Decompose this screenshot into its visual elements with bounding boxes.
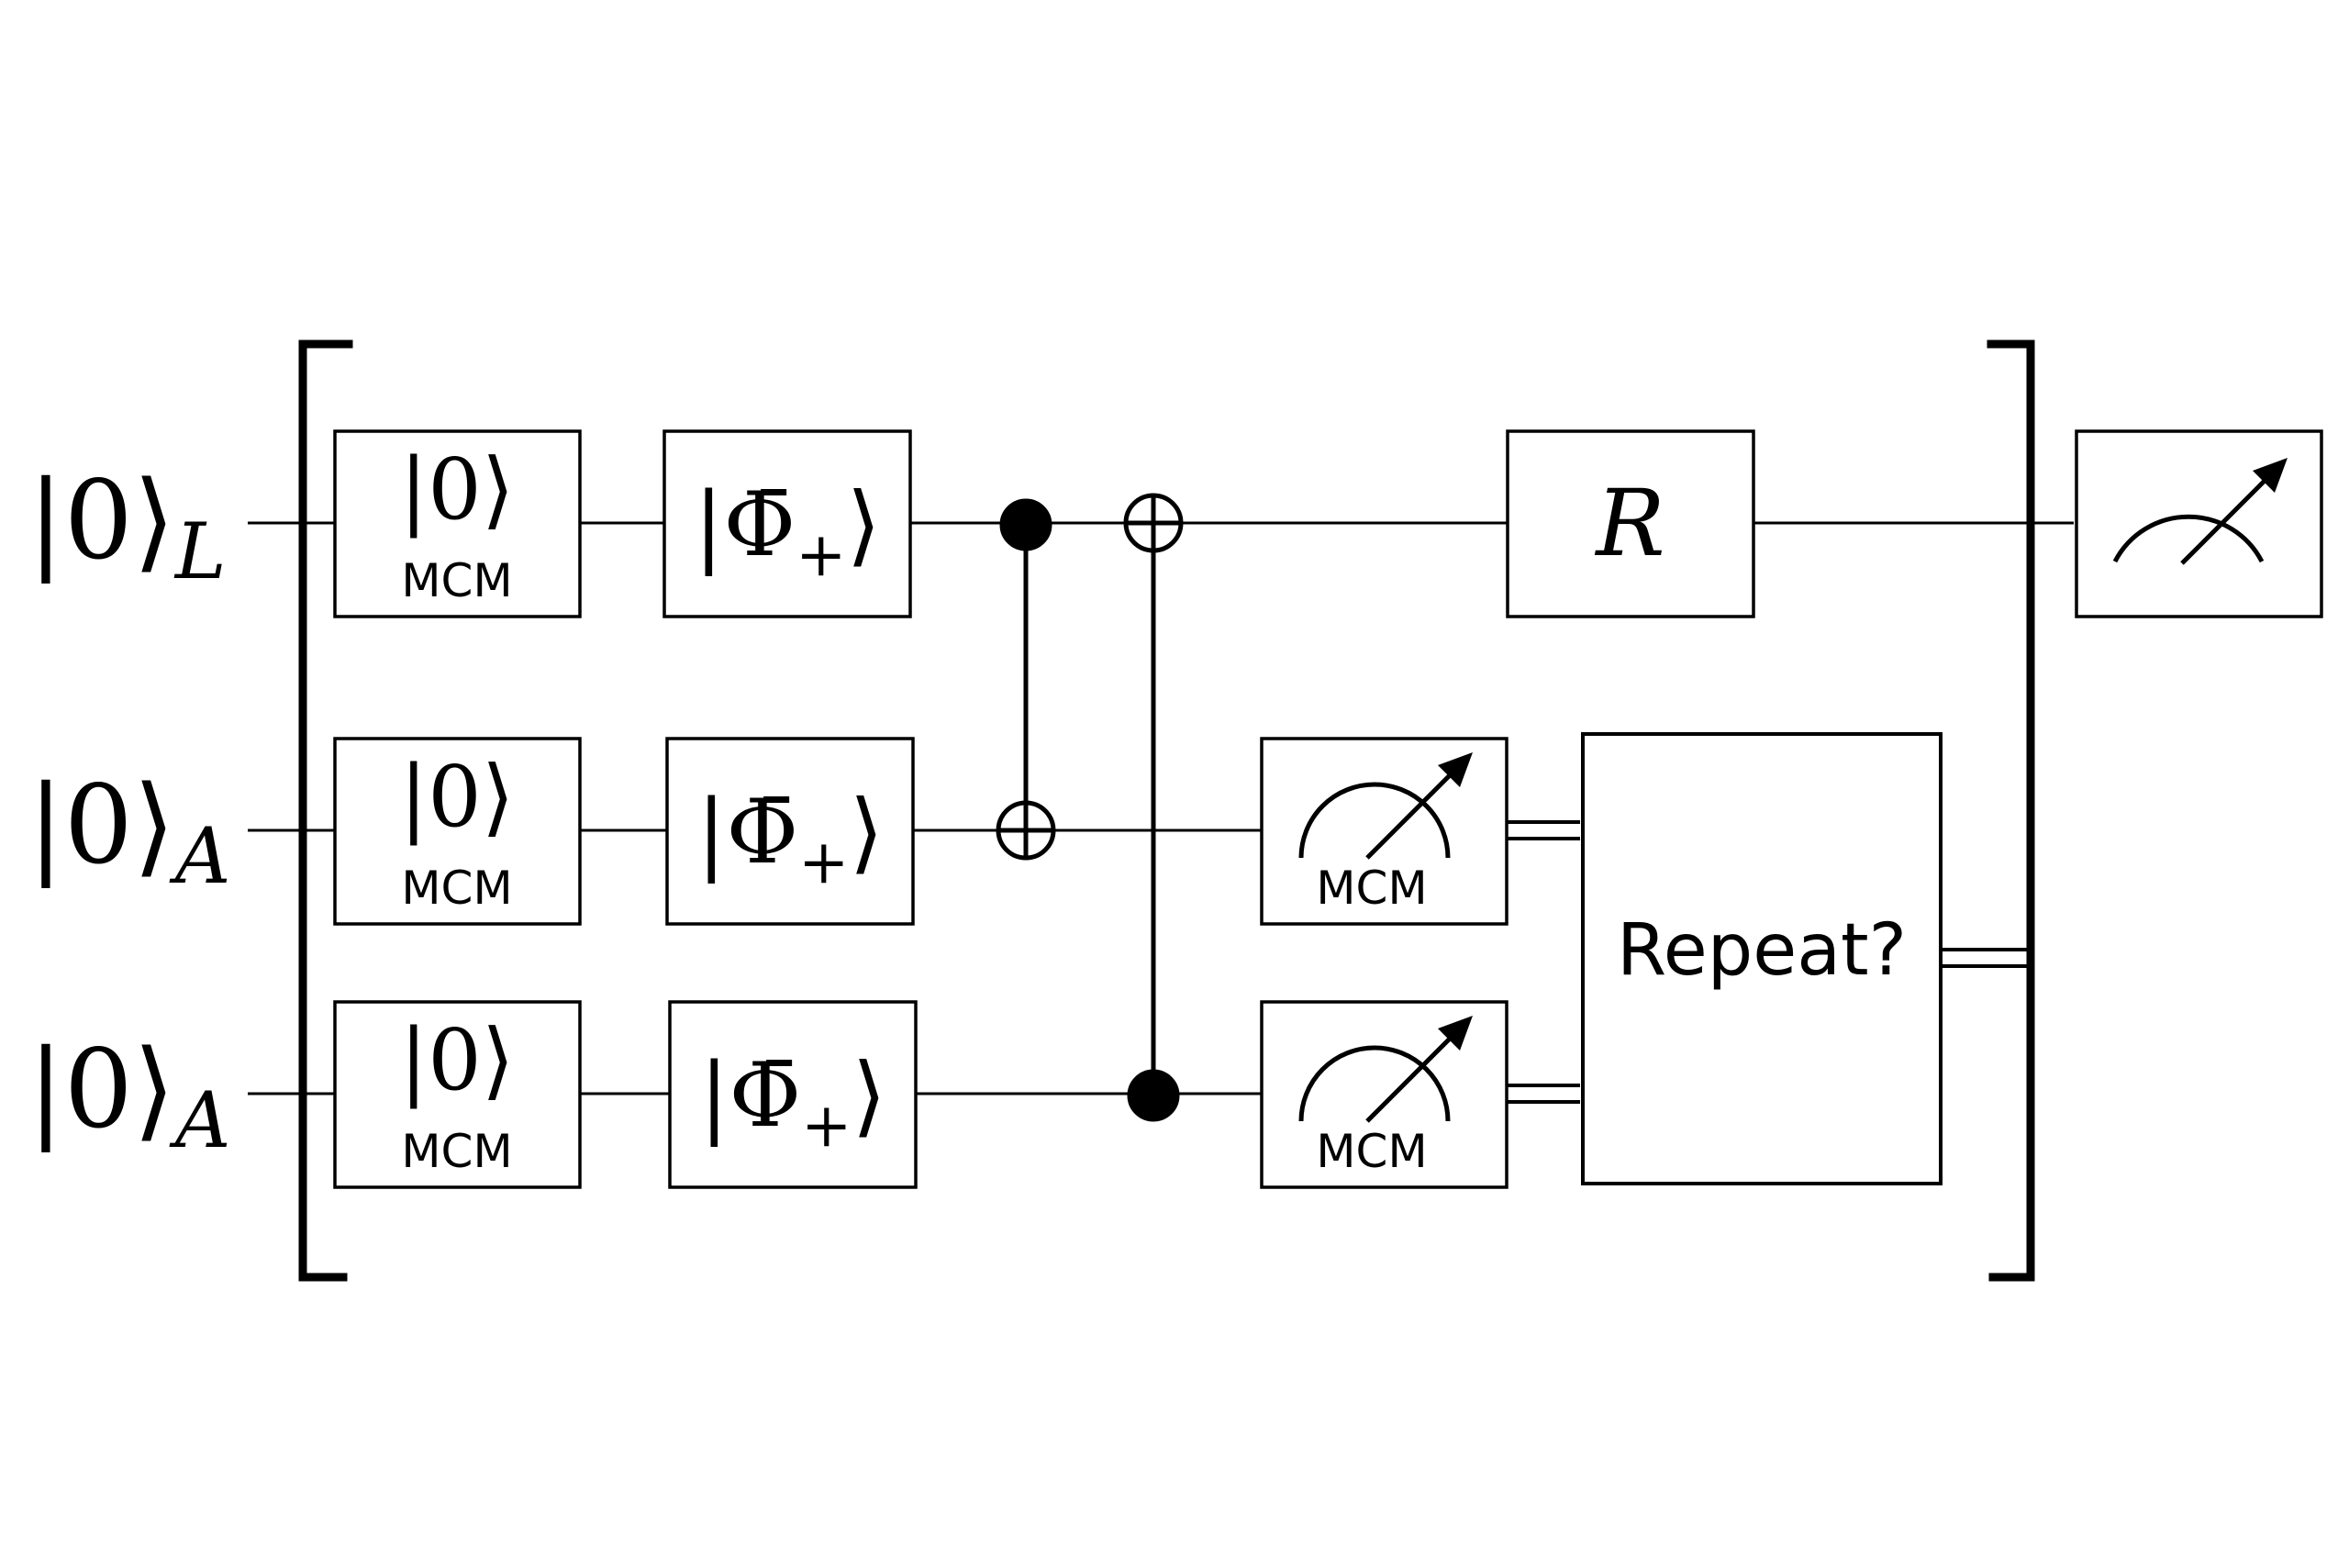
prep-gate-ket: |0⟩ (399, 1011, 514, 1109)
right-bracket (1987, 339, 2035, 1282)
wire-label-logical-ket: |0⟩ (28, 457, 175, 584)
cnot-ancilla-2-to-logical (1123, 493, 1184, 1122)
prep-gate-ket: |0⟩ (399, 440, 514, 539)
cnot-target-icon (996, 800, 1056, 861)
cnot-target-icon (1123, 493, 1184, 553)
bell-gate-phi: Φ̄ (726, 781, 798, 884)
prep-gate-ancilla-2: |0⟩ MCM (333, 1000, 582, 1189)
prep-gate-ancilla-1: |0⟩ MCM (333, 737, 582, 926)
mcm-tag: MCM (1316, 1125, 1427, 1178)
bell-gate-ket-right: ⟩ (849, 781, 883, 884)
svg-text:|Φ̄+⟩: |Φ̄+⟩ (699, 1044, 886, 1161)
prep-gate-tag: MCM (401, 862, 512, 915)
bell-gate-ket-right: ⟩ (852, 1044, 885, 1147)
svg-text:|Φ̄+⟩: |Φ̄+⟩ (694, 473, 881, 590)
control-dot-icon (999, 498, 1052, 551)
svg-text:|0⟩A: |0⟩A (28, 1026, 231, 1165)
rotation-gate: R (1506, 429, 1755, 618)
prep-gate-ket: |0⟩ (399, 748, 514, 846)
bell-gate-logical: |Φ̄+⟩ (662, 429, 912, 618)
wire-label-ancilla-1-ket: |0⟩ (28, 762, 175, 888)
bell-gate-phi: Φ̄ (729, 1044, 801, 1147)
mcm-measure-ancilla-1: MCM (1260, 737, 1508, 926)
bell-gate-ancilla-2: |Φ̄+⟩ (668, 1000, 918, 1189)
mcm-measure-ancilla-2: MCM (1260, 1000, 1508, 1189)
rotation-gate-label: R (1594, 470, 1664, 577)
final-measurement (2075, 429, 2323, 618)
prep-gate-tag: MCM (401, 1125, 512, 1178)
measurement-meter-icon (1298, 1028, 1461, 1123)
cnot-logical-to-ancilla-1 (996, 498, 1056, 861)
bell-gate-ket-right: ⟩ (846, 473, 880, 576)
bell-gate-plus: + (801, 1090, 852, 1161)
repeat-label: Repeat? (1617, 909, 1907, 992)
wire-label-ancilla-1-sub: A (169, 811, 231, 901)
mcm-tag: MCM (1316, 862, 1427, 915)
bell-gate-ket-left: | (694, 473, 723, 576)
bell-gate-phi: Φ̄ (723, 473, 796, 576)
prep-gate-tag: MCM (401, 554, 512, 607)
bell-gate-ancilla-1: |Φ̄+⟩ (665, 737, 915, 926)
svg-text:|0⟩L: |0⟩L (28, 457, 227, 596)
left-bracket (298, 339, 353, 1282)
prep-gate-logical: |0⟩ MCM (333, 429, 582, 618)
wire-label-logical-sub: L (173, 506, 227, 596)
svg-text:|Φ̄+⟩: |Φ̄+⟩ (696, 781, 884, 897)
measurement-meter-icon (1298, 764, 1461, 860)
wire-label-ancilla-2-ket: |0⟩ (28, 1026, 175, 1152)
bell-gate-ket-left: | (699, 1044, 729, 1147)
repeat-box: Repeat? (1581, 732, 1943, 1185)
control-dot-icon (1127, 1069, 1180, 1122)
measurement-meter-icon (2112, 470, 2276, 565)
svg-text:|0⟩A: |0⟩A (28, 762, 231, 901)
bell-gate-plus: + (796, 519, 846, 590)
wire-label-ancilla-2-sub: A (169, 1075, 231, 1165)
bell-gate-plus: + (798, 827, 849, 897)
bell-gate-ket-left: | (696, 781, 726, 884)
